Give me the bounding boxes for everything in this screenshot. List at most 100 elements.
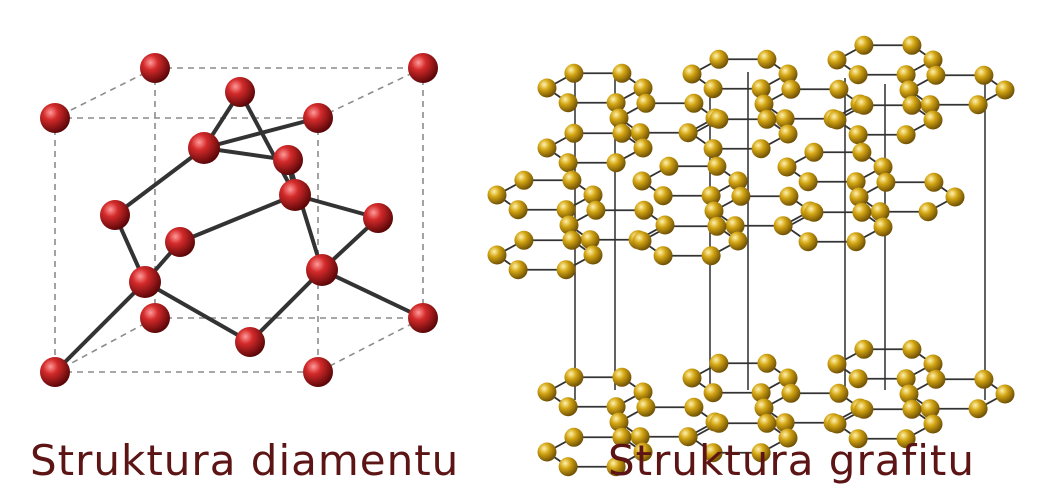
graphite-carbon-atom <box>562 230 582 250</box>
graphite-carbon-atom <box>778 368 798 388</box>
graphite-carbon-atom <box>703 79 723 99</box>
graphite-carbon-atom <box>682 368 702 388</box>
diamond-carbon-atom <box>165 227 195 257</box>
graphite-carbon-atom <box>636 93 656 113</box>
diamond-carbon-atom <box>235 327 265 357</box>
graphite-carbon-atom <box>827 110 847 130</box>
graphite-carbon-atom <box>974 65 994 85</box>
graphite-carbon-atom <box>606 153 626 173</box>
graphite-carbon-atom <box>798 232 818 252</box>
graphite-carbon-atom <box>562 170 582 190</box>
graphite-carbon-atom <box>678 427 698 447</box>
graphite-carbon-atom <box>709 109 729 129</box>
graphite-carbon-atom <box>725 216 745 236</box>
graphite-carbon-atom <box>781 383 801 403</box>
graphite-carbon-atom <box>827 414 847 434</box>
graphite-carbon-atom <box>564 123 584 143</box>
graphite-carbon-atom <box>920 95 940 115</box>
graphite-carbon-atom <box>848 369 868 389</box>
graphite-carbon-atom <box>757 49 777 69</box>
graphite-carbon-atom <box>630 123 650 143</box>
graphite-carbon-atom <box>612 63 632 83</box>
diamond-atoms <box>40 53 438 387</box>
diamond-carbon-atom <box>363 203 393 233</box>
graphite-carbon-atom <box>682 64 702 84</box>
graphite-carbon-atom <box>896 65 916 85</box>
graphite-carbon-atom <box>632 231 652 251</box>
graphite-carbon-atom <box>630 427 650 447</box>
graphite-carbon-atom <box>606 397 626 417</box>
diamond-cell-edge <box>317 67 424 119</box>
graphite-carbon-atom <box>751 79 771 99</box>
graphite-carbon-atom <box>609 108 629 128</box>
graphite-carbon-atom <box>659 156 679 176</box>
diamond-bond <box>53 280 147 374</box>
diamond-structure <box>40 53 438 387</box>
graphite-carbon-atom <box>487 245 507 265</box>
graphite-carbon-atom <box>508 260 528 280</box>
graphite-carbon-atom <box>751 443 771 463</box>
graphite-carbon-atom <box>804 142 824 162</box>
graphite-carbon-atom <box>701 186 721 206</box>
graphite-carbon-atom <box>709 413 729 433</box>
graphite-carbon-atom <box>559 215 579 235</box>
diamond-bonds <box>53 90 425 374</box>
graphite-carbon-atom <box>653 186 673 206</box>
diamond-bond <box>286 158 324 272</box>
graphite-carbon-atom <box>564 367 584 387</box>
graphite-carbon-atom <box>926 65 946 85</box>
graphite-carbon-atom <box>848 125 868 145</box>
graphite-carbon-atom <box>707 156 727 176</box>
graphite-carbon-atom <box>703 443 723 463</box>
graphite-carbon-atom <box>852 142 872 162</box>
graphite-carbon-atom <box>558 397 578 417</box>
graphite-carbon-atom <box>968 95 988 115</box>
graphite-carbon-atom <box>923 50 943 70</box>
diamond-carbon-atom <box>188 132 220 164</box>
graphite-carbon-atom <box>945 187 965 207</box>
graphite-carbon-atom <box>612 427 632 447</box>
graphite-carbon-atom <box>633 78 653 98</box>
diamond-bond <box>320 268 425 320</box>
diamond-bond <box>113 146 206 217</box>
graphite-carbon-atom <box>606 93 626 113</box>
graphite-carbon-atom <box>873 217 893 237</box>
diamond-carbon-atom <box>273 145 303 175</box>
graphite-atoms <box>487 35 1015 477</box>
graphite-carbon-atom <box>773 216 793 236</box>
diamond-carbon-atom <box>140 303 170 333</box>
graphite-carbon-atom <box>751 383 771 403</box>
graphite-carbon-atom <box>896 369 916 389</box>
graphite-carbon-atom <box>918 202 938 222</box>
diamond-cell-edge <box>54 67 156 119</box>
graphite-carbon-atom <box>556 200 576 220</box>
diamond-carbon-atom <box>408 53 438 83</box>
graphite-carbon-atom <box>829 79 849 99</box>
graphite-carbon-atom <box>995 80 1015 100</box>
graphite-carbon-atom <box>829 383 849 403</box>
diamond-carbon-atom <box>408 303 438 333</box>
graphite-carbon-atom <box>655 215 675 235</box>
graphite-carbon-atom <box>609 412 629 432</box>
graphite-carbon-atom <box>508 200 528 220</box>
graphite-carbon-atom <box>849 187 869 207</box>
graphite-carbon-atom <box>854 339 874 359</box>
graphite-carbon-atom <box>632 171 652 191</box>
graphite-carbon-atom <box>684 93 704 113</box>
graphite-carbon-atom <box>757 109 777 129</box>
graphite-carbon-atom <box>896 429 916 449</box>
graphite-carbon-atom <box>751 139 771 159</box>
graphite-carbon-atom <box>612 367 632 387</box>
graphite-carbon-atom <box>678 123 698 143</box>
graphite-carbon-atom <box>779 186 799 206</box>
diamond-carbon-atom <box>140 53 170 83</box>
graphite-carbon-atom <box>704 201 724 221</box>
graphite-carbon-atom <box>778 124 798 144</box>
graphite-structure-caption: Struktura grafitu <box>608 436 975 485</box>
graphite-carbon-atom <box>653 246 673 266</box>
graphite-carbon-atom <box>707 216 727 236</box>
diamond-bond <box>178 193 297 244</box>
graphite-carbon-atom <box>514 230 534 250</box>
graphite-carbon-atom <box>924 172 944 192</box>
graphite-carbon-atom <box>923 354 943 374</box>
